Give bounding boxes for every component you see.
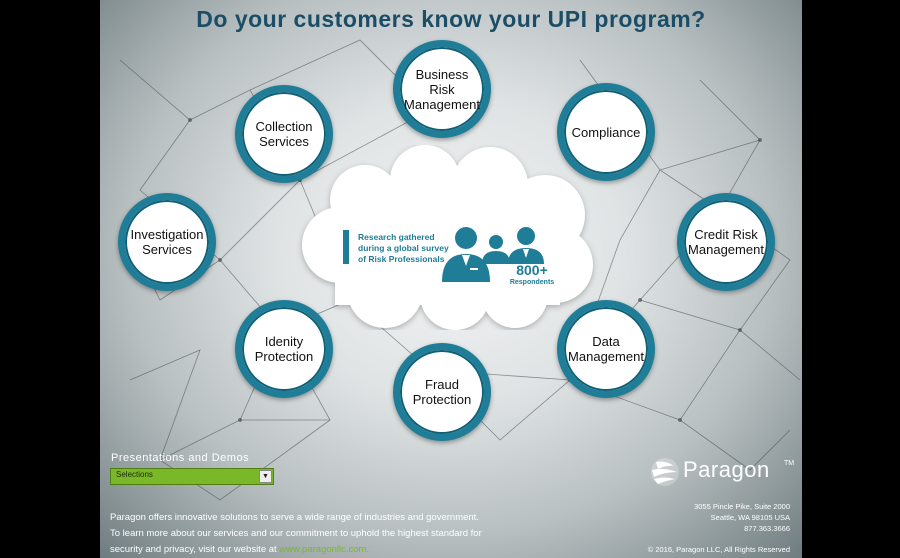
research-line: during a global survey: [358, 243, 449, 253]
circle-label: Investigation Services: [130, 227, 204, 257]
research-line: Research gathered: [358, 232, 435, 242]
circle-compliance[interactable]: Compliance: [557, 83, 655, 181]
respondents-label: Respondents: [509, 279, 555, 286]
selections-dropdown[interactable]: Selections ▼: [110, 468, 274, 485]
about-text: Paragon offers innovative solutions to s…: [110, 510, 530, 558]
chevron-down-icon[interactable]: ▼: [259, 470, 272, 483]
address-line: 3055 Pincle Pike, Suite 2000: [694, 502, 790, 511]
copyright: © 2016, Paragon LLC, All Rights Reserved: [647, 545, 790, 554]
circle-investigation-services[interactable]: Investigation Services: [118, 193, 216, 291]
circle-collection-services[interactable]: Collection Services: [235, 85, 333, 183]
circle-data-management[interactable]: Data Management: [557, 300, 655, 398]
about-line-text: security and privacy, visit our website …: [110, 544, 280, 555]
accent-bar: [343, 230, 349, 264]
research-text: Research gathered during a global survey…: [358, 232, 449, 265]
research-line: of Risk Professionals: [358, 254, 445, 264]
presentations-label: Presentations and Demos: [111, 452, 250, 464]
circle-label: Compliance: [571, 124, 641, 140]
people-icon: [442, 227, 544, 282]
circle-label: Idenity Protection: [254, 334, 314, 364]
about-line: security and privacy, visit our website …: [110, 542, 530, 558]
brand-name: Paragon: [683, 457, 770, 482]
circle-label: Credit Risk Management: [688, 227, 764, 257]
website-link[interactable]: www.paragonllc.com.: [279, 544, 370, 555]
research-cloud: [302, 145, 593, 330]
company-address: 3055 Pincle Pike, Suite 2000 Seattle, WA…: [694, 501, 790, 534]
circle-credit-risk-management[interactable]: Credit Risk Management: [677, 193, 775, 291]
respondents-count: 800+: [516, 262, 548, 278]
circle-fraud-protection[interactable]: Fraud Protection: [393, 343, 491, 441]
address-line: Seattle, WA 98105 USA: [710, 513, 790, 522]
slide-stage: Do your customers know your UPI program?…: [100, 0, 802, 558]
paragon-logo-icon: [651, 458, 679, 486]
trademark: TM: [784, 460, 795, 467]
circle-label: Collection Services: [255, 119, 313, 149]
dropdown-value: Selections: [116, 470, 153, 479]
page-title: Do your customers know your UPI program?: [196, 6, 706, 32]
phone-number: 877.363.3666: [744, 524, 790, 533]
circle-label: Data Management: [568, 334, 644, 364]
about-line: To learn more about our services and our…: [110, 528, 482, 539]
circle-label: Fraud Protection: [412, 377, 472, 407]
circle-idenity-protection[interactable]: Idenity Protection: [235, 300, 333, 398]
about-line: Paragon offers innovative solutions to s…: [110, 512, 479, 523]
circle-label: Business Risk Management: [404, 66, 480, 112]
circle-business-risk-management[interactable]: Business Risk Management: [393, 40, 491, 138]
